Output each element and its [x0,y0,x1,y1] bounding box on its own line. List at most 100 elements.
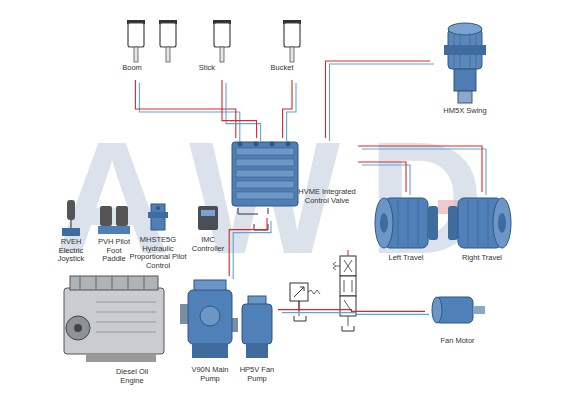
drawing-part [448,23,482,35]
drawing-part [128,23,144,47]
component-label: HVME Integrated Control Valve [296,188,358,205]
component-box: Fan Motor [425,285,490,351]
drawing-part [214,23,230,47]
drawing-part [254,142,259,147]
drawing-part [232,318,238,332]
component-box: MHSTE5G Hydraulic Proportional Pilot Con… [128,200,188,278]
drawing-part [246,344,268,358]
drawing-part [166,47,170,62]
drawing-part [180,304,188,324]
component-box: Left Travel [368,192,444,268]
component-illustration [228,138,358,218]
drawing-part [333,262,340,270]
hydraulic-line [358,146,486,195]
component-label: V90N Main Pump [188,366,232,383]
component-box: HM5X Swing [430,15,500,130]
pressure-line [229,218,267,276]
component-label: RVEH Electric Joystick [50,238,92,264]
pressure-line [283,80,292,138]
drawing-part [201,210,215,216]
drawing-part [454,33,476,67]
drawing-part [192,344,228,358]
drawing-part [100,206,112,226]
drawing-part [236,170,294,177]
drawing-part [66,316,90,340]
component-box: Right Travel [446,192,518,268]
drawing-part [220,47,224,62]
component-label: HM5X Swing [430,107,500,116]
drawing-part [428,206,438,240]
hydraulic-line [326,61,435,141]
drawing-part [270,142,275,147]
drawing-part [348,250,349,256]
drawing-part [294,287,304,297]
drawing-part [96,302,156,332]
drawing-part [62,228,80,236]
drawing-part [290,283,308,301]
drawing-part [284,23,300,47]
component-box: IMC Controller [188,200,228,258]
drawing-part [444,45,486,55]
drawing-part [340,256,356,276]
return-line [282,313,429,315]
drawing-part [344,280,352,292]
component-label: MHSTE5G Hydraulic Proportional Pilot Con… [128,236,188,271]
directional-valve-symbol [333,250,356,326]
component-box: RVEH Electric Joystick [50,196,92,268]
drawing-part [98,226,130,234]
drawing-part [116,206,128,226]
pressure-line [358,146,482,192]
drawing-part [468,200,488,246]
component-label: Right Travel [446,254,518,263]
pressure-line [358,162,406,192]
drawing-part [493,198,511,248]
drawing-part [380,213,388,233]
component-box: Stick [192,18,252,80]
drawing-part [236,192,294,199]
drawing-part [67,200,75,220]
component-label: Diesel Oil Engine [106,368,158,385]
drawing-part [432,297,442,323]
drawing-part [342,326,354,331]
component-box: V90N Main Pump [186,276,234,388]
drawing-part [398,200,418,246]
component-box: Boom [112,18,190,80]
drawing-part [74,324,82,332]
drawing-part [80,276,144,290]
pressure-line [278,310,425,312]
component-label: Bucket [262,64,302,73]
drawing-part [286,142,291,147]
component-label: IMC Controller [188,236,228,253]
pressure-line [222,80,257,138]
component-label: HP5V Fan Pump [236,366,278,383]
pressure-line [326,61,431,138]
hydraulic-line [278,310,429,315]
drawing-part [448,206,458,240]
drawing-part [236,148,294,155]
component-label: Fan Motor [425,337,490,346]
hydraulic-line [135,80,239,141]
component-box: Diesel Oil Engine [56,268,184,390]
drawing-part [70,220,72,228]
return-line [362,149,486,195]
component-label: Left Travel [368,254,444,263]
drawing-part [86,354,156,362]
drawing-part [156,206,160,210]
component-label: Boom [112,64,152,73]
drawing-part [236,159,294,166]
component-box: HVME Integrated Control Valve [228,138,358,218]
drawing-part [188,290,232,344]
drawing-part [294,316,306,321]
hydraulic-line [229,218,271,279]
drawing-part [308,290,320,294]
drawing-part [160,23,176,47]
hydraulic-line [358,162,410,195]
component-box: Bucket [262,18,322,80]
drawing-part [454,69,476,91]
drawing-part [70,276,158,290]
component-box: HP5V Fan Pump [236,290,278,388]
drawing-part [458,91,472,103]
component-box: PVH Pilot Foot Paddle [94,200,134,268]
drawing-part [348,316,349,326]
